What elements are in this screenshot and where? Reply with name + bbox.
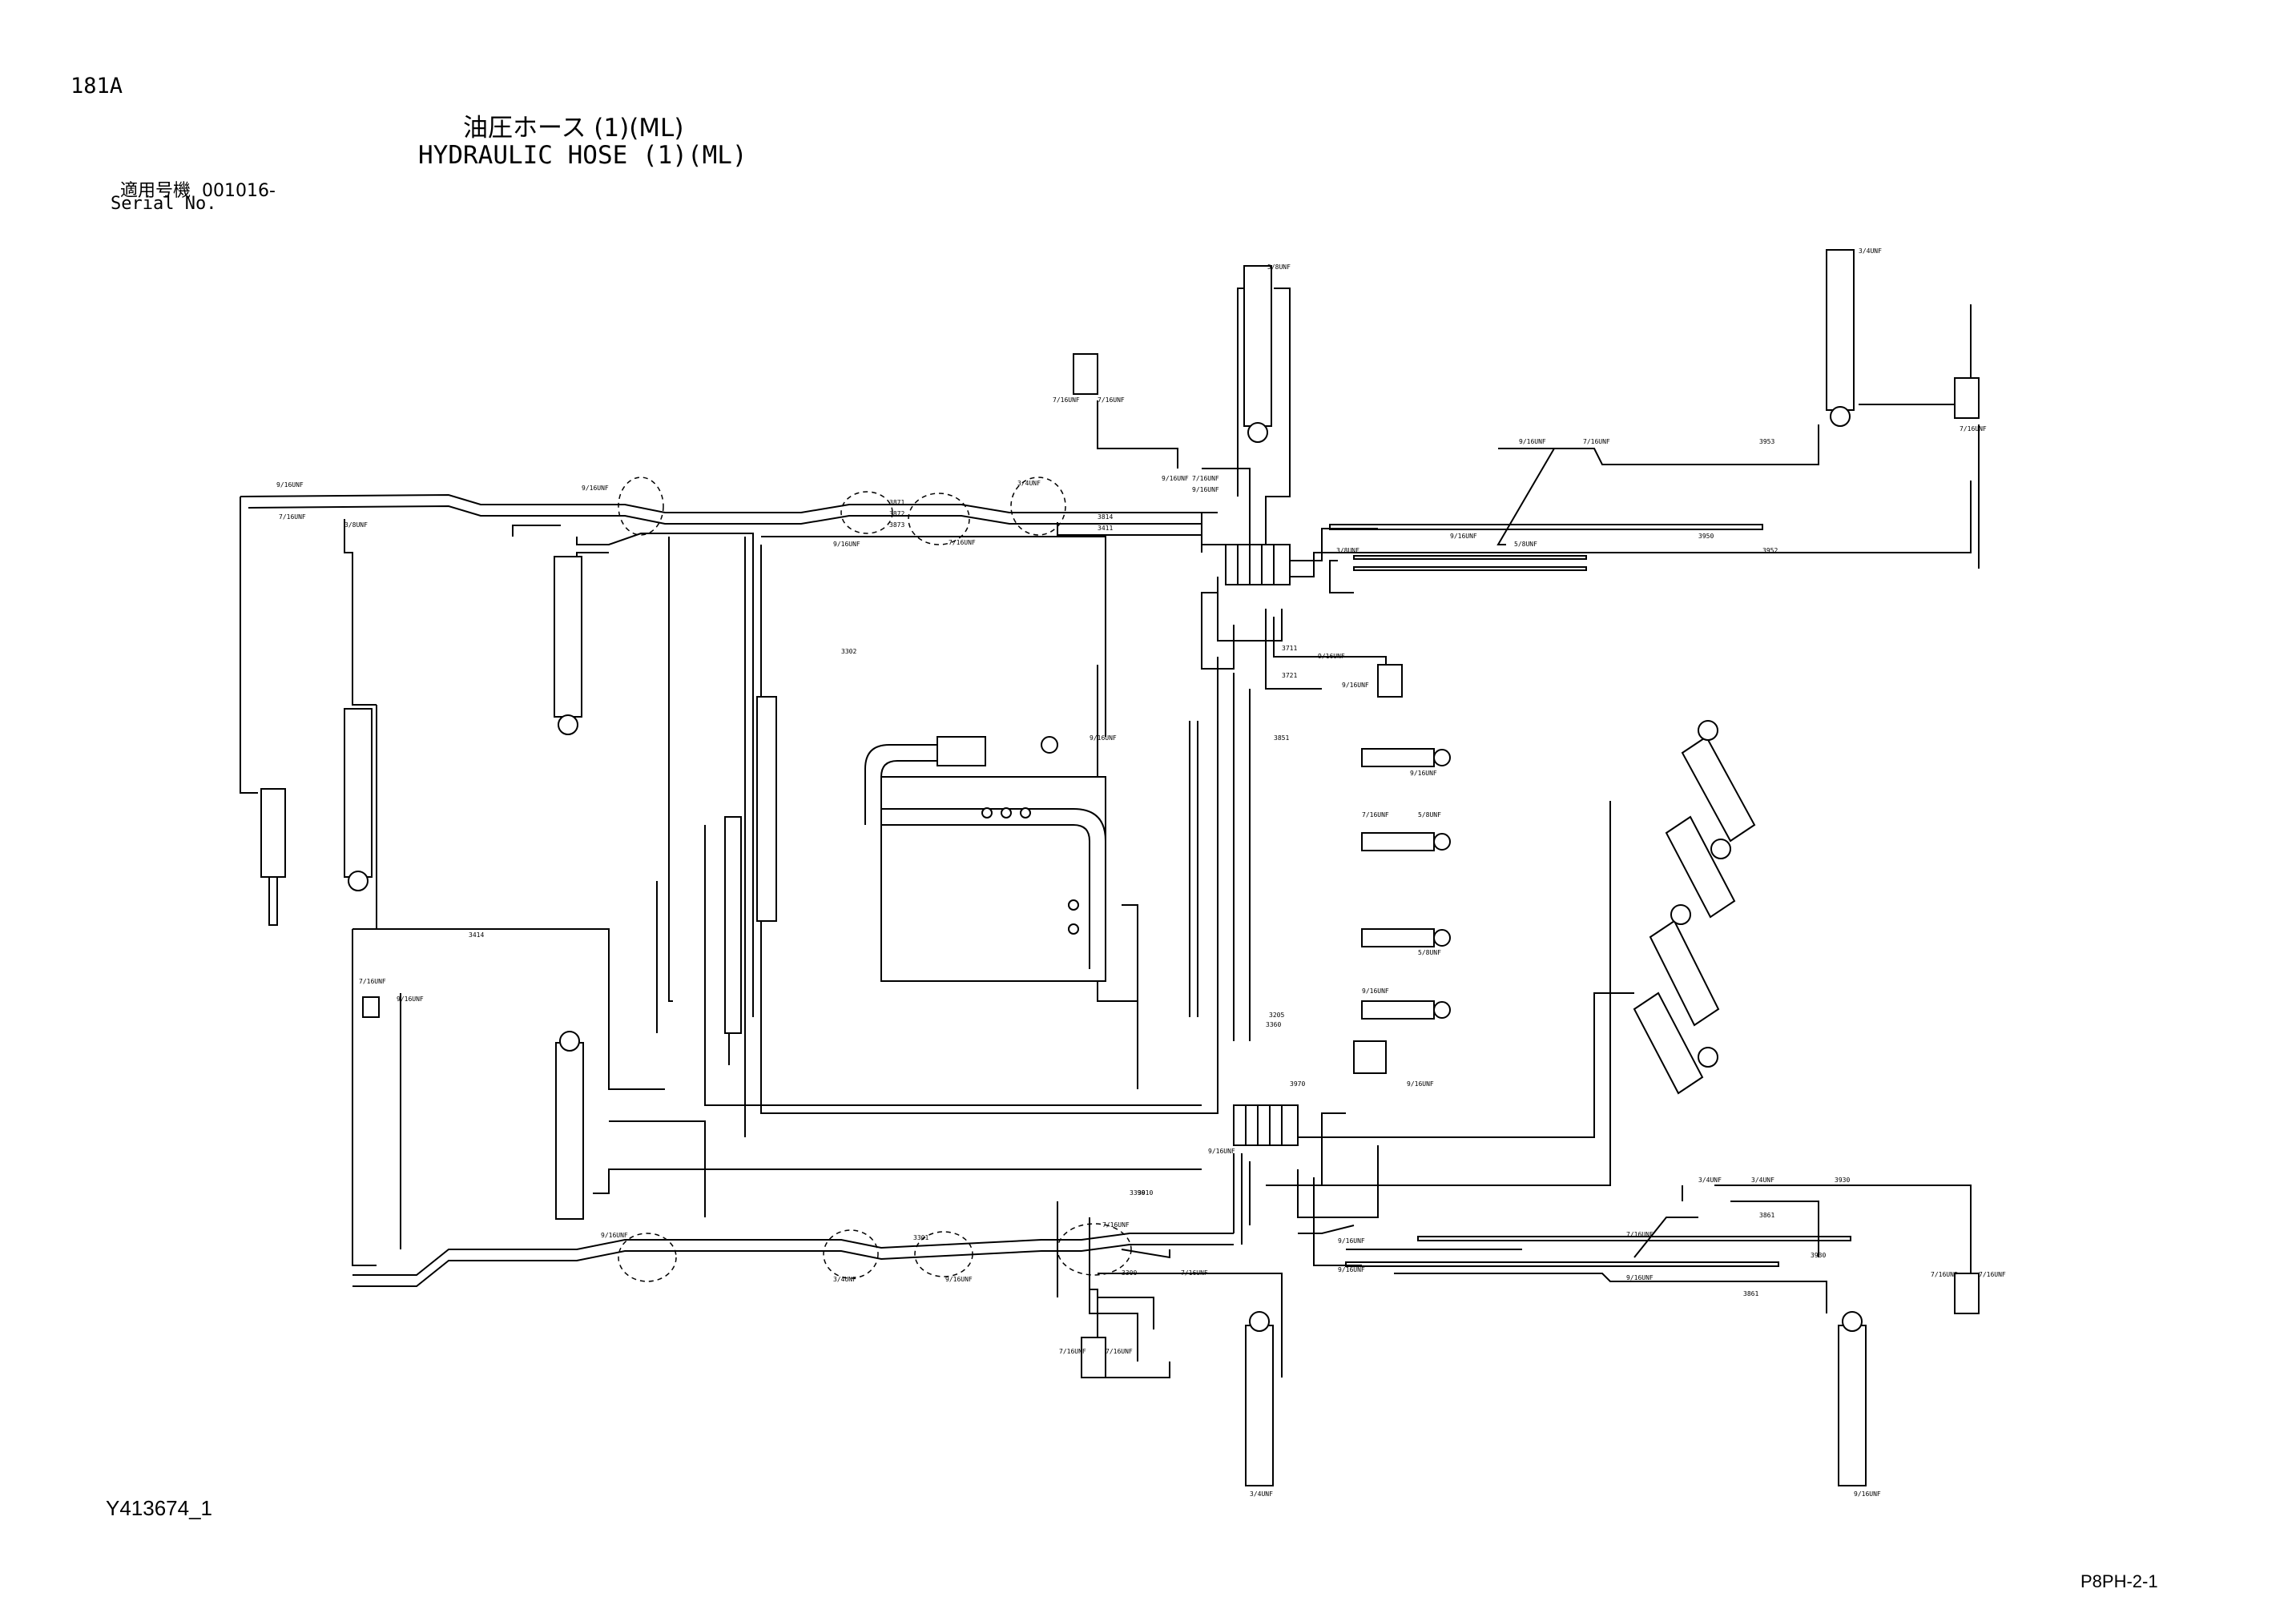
fitting-label: 7/16UNF xyxy=(1102,1221,1130,1229)
pipe-label: 3872 xyxy=(889,510,904,517)
fitting-label: 3/4UNF xyxy=(833,1276,856,1283)
pipe-label: 3851 xyxy=(1274,734,1289,742)
fitting-label: 7/16UNF xyxy=(1059,1348,1086,1355)
fitting-label: 7/16UNF xyxy=(279,513,306,521)
drawing-number: Y413674_1 xyxy=(106,1496,213,1520)
pipe-label: 3301 xyxy=(913,1234,928,1241)
fitting-label: 7/16UNF xyxy=(1979,1271,2006,1278)
fitting-label: 3/4UNF xyxy=(1751,1177,1774,1184)
pipe-label: 3930 xyxy=(1835,1177,1850,1184)
serial-label-en: Serial No. xyxy=(111,194,217,214)
fitting-label: 9/16UNF xyxy=(1090,734,1117,742)
control-valve-icon xyxy=(362,353,1980,1378)
fitting-label: 9/16UNF xyxy=(1338,1237,1365,1245)
fitting-label: 3/4UNF xyxy=(1017,480,1041,487)
pipe-label: 3711 xyxy=(1282,645,1297,652)
hydraulic-tank-icon xyxy=(864,736,1106,982)
pipe-label: 3302 xyxy=(841,648,856,655)
fitting-label: 9/16UNF xyxy=(1342,682,1369,689)
fitting-label: 9/16UNF xyxy=(1192,486,1219,493)
fitting-label: 9/16UNF xyxy=(601,1232,628,1239)
fitting-label: 3/4UNF xyxy=(1698,1177,1722,1184)
fitting-label: 9/16UNF xyxy=(1410,770,1437,777)
fitting-label: 9/16UNF xyxy=(582,485,609,492)
pipe-label: 3414 xyxy=(469,931,484,939)
pipe-label: 3871 xyxy=(889,499,904,506)
fitting-label: 9/16UNF xyxy=(833,541,860,548)
fitting-label: 5/8UNF xyxy=(1418,949,1441,956)
fitting-label: 9/16UNF xyxy=(1407,1080,1434,1088)
pipe-label: 3873 xyxy=(889,521,904,529)
fitting-label: 3/4UNF xyxy=(1250,1490,1273,1498)
pipe-label: 3861 xyxy=(1743,1290,1758,1297)
fitting-label: 5/8UNF xyxy=(1418,811,1441,819)
pipe-label: 3411 xyxy=(1098,525,1113,532)
pipe-label: 3970 xyxy=(1290,1080,1305,1088)
pipe-label: 3910 xyxy=(1138,1189,1153,1197)
fitting-label: 7/16UNF xyxy=(1098,396,1125,404)
fitting-label: 7/16UNF xyxy=(1362,811,1389,819)
hose-lines xyxy=(240,288,1980,1378)
pipe-label: 3360 xyxy=(1266,1021,1281,1028)
sheet-number: P8PH-2-1 xyxy=(2080,1571,2158,1591)
fitting-label: 9/16UNF xyxy=(1626,1274,1654,1281)
fitting-label: 9/16UNF xyxy=(1362,987,1389,995)
fitting-label: 9/16UNF xyxy=(1519,438,1546,445)
serial-value: 001016- xyxy=(202,181,276,201)
pipe-label: 3205 xyxy=(1269,1012,1284,1019)
pipe-label: 3390 xyxy=(1130,1189,1145,1197)
fitting-label: 7/16UNF xyxy=(1181,1269,1208,1277)
pipe-label: 3953 xyxy=(1759,438,1774,445)
pipe-label: 3814 xyxy=(1098,513,1113,521)
fitting-label: 9/16UNF xyxy=(1162,475,1189,482)
fitting-label: 9/16UNF xyxy=(1338,1266,1365,1273)
pipe-label: 3721 xyxy=(1282,672,1297,679)
fitting-label: 9/16UNF xyxy=(397,996,424,1003)
pipe-label: 3952 xyxy=(1762,547,1778,554)
pipe-labels: 9/16UNF 7/16UNF 3/8UNF 9/16UNF 9/16UNF 7… xyxy=(276,247,2006,1498)
fitting-label: 3/8UNF xyxy=(1336,547,1359,554)
serial-label-jp-text: 適用号機 xyxy=(120,181,191,201)
fitting-label: 9/16UNF xyxy=(1318,653,1345,660)
fitting-label: 7/16UNF xyxy=(1192,475,1219,482)
fitting-label: 3/4UNF xyxy=(1859,247,1882,255)
serial-label-jp: 適用号機 001016- xyxy=(120,176,276,202)
pipe-label: 3300 xyxy=(1122,1269,1137,1277)
pipe-label: 3861 xyxy=(1759,1212,1774,1219)
fitting-label: 9/16UNF xyxy=(945,1276,973,1283)
fitting-label: 5/8UNF xyxy=(1267,263,1291,271)
fitting-label: 5/8UNF xyxy=(1514,541,1537,548)
pipe-label: 3950 xyxy=(1698,533,1714,540)
fitting-label: 7/16UNF xyxy=(1053,396,1080,404)
fitting-label: 7/16UNF xyxy=(949,539,976,546)
fitting-label: 7/16UNF xyxy=(1931,1271,1958,1278)
fitting-label: 9/16UNF xyxy=(1450,533,1477,540)
pipe-label: 3930 xyxy=(1811,1252,1826,1259)
fitting-label: 9/16UNF xyxy=(1208,1148,1235,1155)
page-title-jp: 油圧ホース (1)(ML) xyxy=(463,114,684,143)
fitting-label: 3/8UNF xyxy=(344,521,368,529)
detail-circles xyxy=(618,477,1132,1282)
fitting-label: 7/16UNF xyxy=(1106,1348,1133,1355)
hydraulic-cylinder-icon xyxy=(260,249,1867,1486)
fitting-label: 9/16UNF xyxy=(1854,1490,1881,1498)
fitting-label: 7/16UNF xyxy=(1960,425,1987,432)
fitting-label: 7/16UNF xyxy=(1583,438,1610,445)
page-title: HYDRAULIC HOSE (1)(ML) xyxy=(418,141,747,170)
page-code: 181A xyxy=(70,74,123,99)
fitting-label: 7/16UNF xyxy=(1626,1231,1654,1238)
fitting-label: 7/16UNF xyxy=(359,978,386,985)
fitting-label: 9/16UNF xyxy=(276,481,304,489)
